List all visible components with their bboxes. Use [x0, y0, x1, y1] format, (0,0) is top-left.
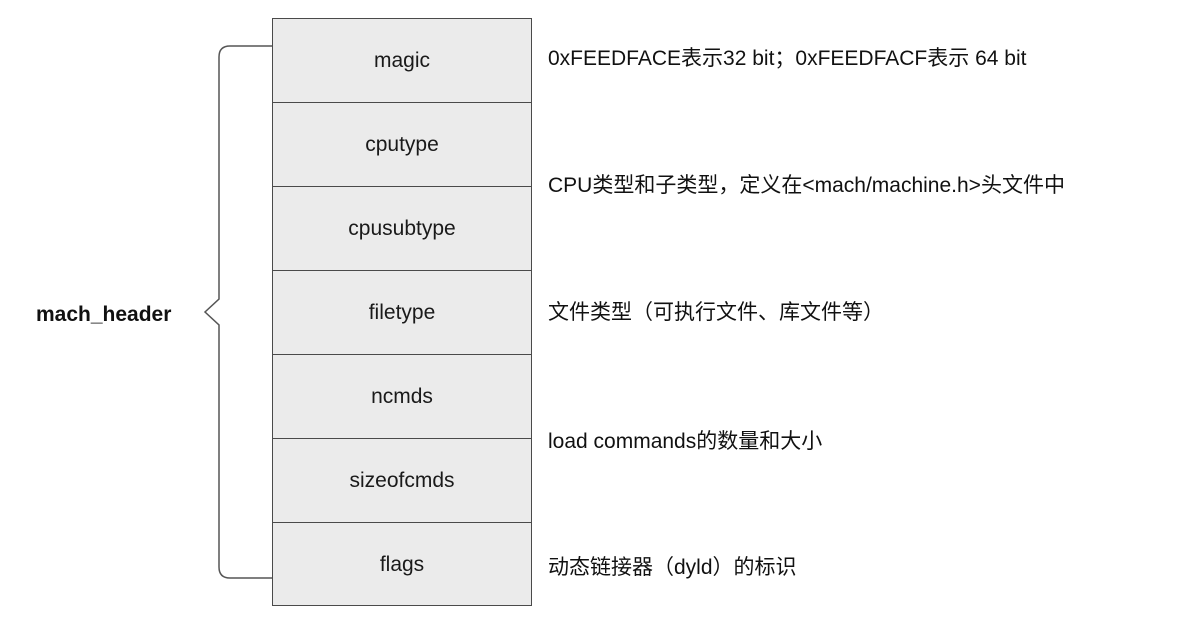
field-ncmds: ncmds [273, 355, 531, 439]
field-magic: magic [273, 19, 531, 103]
field-cputype: cputype [273, 103, 531, 187]
struct-name-label: mach_header [36, 303, 172, 326]
field-sizeofcmds: sizeofcmds [273, 439, 531, 523]
desc-flags: 动态链接器（dyld）的标识 [548, 556, 797, 579]
field-table: magic cputype cpusubtype filetype ncmds … [272, 18, 532, 606]
desc-filetype: 文件类型（可执行文件、库文件等） [548, 301, 884, 324]
field-filetype: filetype [273, 271, 531, 355]
desc-cpu-type: CPU类型和子类型，定义在<mach/machine.h>头文件中 [548, 174, 1065, 197]
desc-load-commands: load commands的数量和大小 [548, 430, 823, 453]
left-curly-brace [203, 45, 272, 579]
desc-magic: 0xFEEDFACE表示32 bit；0xFEEDFACF表示 64 bit [548, 47, 1027, 70]
field-cpusubtype: cpusubtype [273, 187, 531, 271]
field-flags: flags [379, 553, 425, 576]
